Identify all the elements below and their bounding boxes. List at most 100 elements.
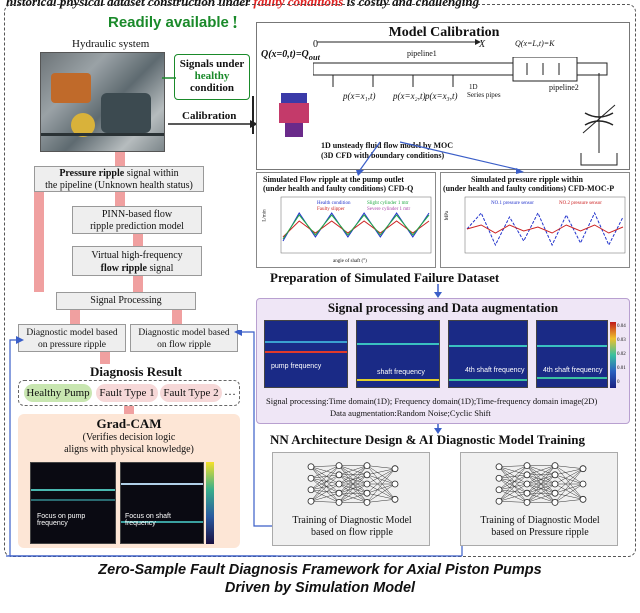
nn-edge bbox=[526, 483, 556, 503]
exclamation-icon: ! bbox=[232, 12, 238, 32]
nn-edge bbox=[526, 465, 556, 503]
nn-node bbox=[523, 489, 531, 497]
nn-edge bbox=[366, 465, 396, 485]
nn-edge bbox=[526, 465, 556, 485]
readily-available-label: Readily available bbox=[108, 14, 229, 31]
nn-node bbox=[363, 489, 371, 497]
heatmap-2: shaft frequency bbox=[356, 320, 440, 388]
nn-node bbox=[495, 463, 503, 471]
nn-node bbox=[391, 480, 399, 488]
nn-edge bbox=[310, 478, 340, 503]
valve-symbol bbox=[580, 73, 618, 166]
nn-edge bbox=[526, 492, 556, 503]
chart-right-legend-1: NO.1 pressure sensor bbox=[491, 201, 534, 206]
nn-edge bbox=[366, 483, 396, 503]
nn-edge bbox=[498, 501, 528, 503]
nn-node bbox=[523, 480, 531, 488]
pill-fault-2: Fault Type 2 bbox=[160, 384, 222, 402]
pump-3d-model bbox=[275, 93, 313, 139]
nn-node bbox=[579, 480, 587, 488]
green-connector bbox=[162, 77, 176, 79]
nn-edge bbox=[498, 465, 528, 502]
nn-edge bbox=[366, 465, 396, 500]
oned-label: 1D bbox=[469, 83, 478, 91]
nn-edge bbox=[498, 489, 528, 494]
nn-edge bbox=[310, 466, 340, 485]
nn-node bbox=[307, 497, 315, 505]
chart-left-ylabel: L/min bbox=[262, 209, 268, 222]
p-label-3: p(x=x₃,t) bbox=[425, 91, 458, 101]
chart-flow-ripple: Simulated Flow ripple at the pump outlet… bbox=[256, 172, 436, 268]
feedback-bottom bbox=[6, 546, 463, 557]
pipeline-diagram bbox=[313, 57, 608, 87]
nn-node bbox=[363, 471, 371, 479]
gradcam-shaft: Focus on shaft frequency bbox=[120, 462, 204, 544]
gradcam-sub1: (Verifies decision logic bbox=[82, 432, 176, 443]
heatmap-3: 4th shaft frequency bbox=[448, 320, 528, 388]
chart-right-ylabel: MPa bbox=[445, 210, 451, 221]
nn-edge bbox=[310, 489, 340, 494]
nn-node bbox=[495, 474, 503, 482]
nn-node bbox=[363, 499, 371, 506]
nn-edge bbox=[554, 483, 584, 494]
nn-node bbox=[579, 465, 587, 473]
nn-edge bbox=[310, 478, 340, 494]
calibration-arrow bbox=[168, 120, 258, 128]
pipeline2-label: pipeline2 bbox=[549, 83, 579, 92]
model-calibration-title: Model Calibration bbox=[388, 25, 500, 40]
calib-bracket bbox=[252, 96, 278, 134]
gradcam-pump: Focus on pump frequency bbox=[30, 462, 116, 544]
heatmap-1: pump frequency bbox=[264, 320, 348, 388]
series-pipes-label: Series pipes bbox=[467, 91, 501, 99]
diag-flow-box: Diagnostic model based on flow ripple bbox=[130, 324, 238, 352]
chart-left-legend-2: Slight cylinder 1 mtr Severe cylinder 1 … bbox=[367, 201, 411, 212]
nn-edge bbox=[554, 499, 584, 503]
chart-left-xlabel: angle of shaft (°) bbox=[333, 259, 367, 264]
arrow-pressure-to-pinn bbox=[115, 192, 125, 206]
chart-pressure-ripple: Simulated pressure ripple within (under … bbox=[440, 172, 630, 268]
nn-edge bbox=[554, 474, 584, 500]
nn-edge bbox=[498, 474, 528, 479]
footer-title-1: Zero-Sample Fault Diagnosis Framework fo… bbox=[98, 562, 542, 578]
more-ellipsis: … bbox=[224, 384, 236, 398]
nn-edge bbox=[498, 483, 528, 502]
arrow-pinn-to-virtual bbox=[133, 234, 143, 246]
pill-fault-1: Fault Type 1 bbox=[96, 384, 158, 402]
series-line-1 bbox=[466, 224, 624, 234]
hydraulic-photo bbox=[40, 52, 165, 152]
nn-node bbox=[391, 495, 399, 503]
pipeline1-label: pipeline1 bbox=[407, 49, 437, 58]
nn-node bbox=[307, 486, 315, 494]
nn-edge bbox=[366, 492, 396, 500]
nn-node bbox=[551, 471, 559, 479]
nn-edge bbox=[498, 465, 528, 467]
nn-node bbox=[363, 462, 371, 470]
nn-edge bbox=[554, 474, 584, 485]
nn-edge bbox=[498, 478, 528, 485]
nn-edge bbox=[554, 468, 584, 503]
nn-edge bbox=[554, 465, 584, 485]
footer-title-2: Driven by Simulation Model bbox=[224, 580, 416, 596]
series-line-0 bbox=[466, 211, 624, 247]
nn-edge bbox=[310, 483, 340, 502]
x-axis-arrow bbox=[317, 39, 481, 45]
nn-node bbox=[495, 486, 503, 494]
calib-to-chart-arrows bbox=[356, 141, 524, 176]
nn-edge bbox=[366, 474, 396, 485]
arrow-virtual-to-sp bbox=[133, 276, 143, 292]
gradcam-colorbar bbox=[206, 462, 214, 544]
nn-edge bbox=[310, 465, 340, 479]
nn-node bbox=[579, 495, 587, 503]
x-axis-label: X bbox=[479, 39, 486, 50]
nn-node bbox=[307, 463, 315, 471]
nn-node bbox=[551, 462, 559, 470]
nn-node bbox=[523, 462, 531, 470]
nn-edge bbox=[338, 465, 368, 503]
nn-edge bbox=[554, 468, 584, 476]
nn-edge bbox=[310, 474, 340, 490]
chart-left-plot bbox=[280, 196, 432, 254]
nn-edge bbox=[498, 466, 528, 503]
arrow-prep-down bbox=[434, 284, 442, 298]
nn-edge bbox=[498, 492, 528, 502]
diag-pressure-box: Diagnostic model based on pressure rippl… bbox=[18, 324, 126, 352]
